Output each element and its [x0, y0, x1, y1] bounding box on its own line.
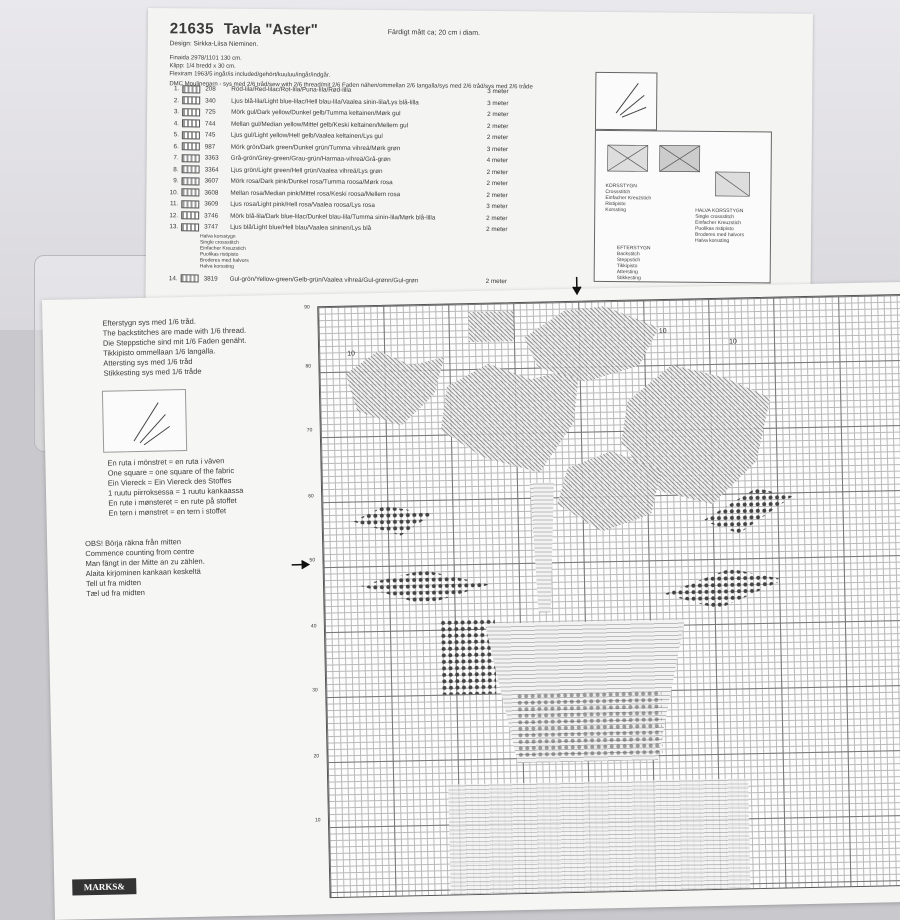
symbol-swatch — [181, 188, 200, 197]
fabric-line-3: Flexiram 1963/5 ingår/is included/gehört… — [169, 71, 331, 79]
axis-tick-label: 10 — [314, 817, 321, 824]
symbol-swatch — [181, 119, 201, 128]
needle-icon — [615, 82, 647, 118]
axis-tick-label: 40 — [310, 623, 317, 630]
backstitch-notes: Efterstygn sys med 1/6 tråd. The backsti… — [102, 316, 247, 378]
vase-base — [448, 778, 751, 895]
needle-diagram — [594, 71, 658, 131]
cross-stitch-chart: 90 80 70 60 50 40 30 20 10 10 10 10 — [304, 293, 900, 899]
symbol-swatch — [182, 108, 201, 117]
finished-size: Färdigt mått ca; 20 cm i diam. — [387, 29, 481, 37]
crossstitch-icon — [607, 144, 750, 197]
designer: Design: Sirkka-Liisa Nieminen. — [169, 40, 259, 48]
axis-tick-label: 80 — [305, 363, 312, 370]
centre-notes: OBS! Börja räkna från mitten Commence co… — [85, 537, 205, 599]
flower-centre — [439, 362, 581, 475]
symbol-swatch — [181, 223, 200, 232]
symbol-swatch — [182, 96, 201, 105]
square-notes: En ruta i mönstret = en ruta i väven One… — [107, 456, 244, 518]
symbol-swatch — [180, 274, 199, 283]
chart-label: 10 — [658, 327, 667, 336]
flower-top — [523, 305, 660, 383]
chart-label: 10 — [728, 338, 737, 346]
pattern-number: 21635 — [169, 20, 215, 38]
vase-pattern — [516, 690, 663, 759]
axis-tick-label: 60 — [308, 493, 314, 500]
leaf — [352, 505, 433, 537]
stitch-diagrams: KORSSTYGN Crossstitch Einfacher Kreuzsti… — [593, 129, 772, 284]
axis-tick-label: 70 — [306, 427, 313, 434]
symbol-swatch — [181, 177, 200, 186]
chart-label: 10 — [347, 350, 356, 358]
legend-13-notes: Halva korsstygn Single crossstitch Einfa… — [199, 232, 249, 270]
symbol-swatch — [181, 142, 200, 151]
symbol-swatch — [181, 211, 200, 220]
symbol-swatch — [181, 131, 200, 140]
brand-logo: MARKS& — [72, 878, 137, 896]
symbol-swatch — [181, 165, 200, 174]
pattern-title: Tavla "Aster" — [223, 20, 318, 39]
symbol-swatch — [182, 85, 201, 94]
needle-diagram — [101, 389, 188, 453]
centre-arrow-top-icon — [572, 276, 582, 296]
pattern-chart-sheet: Efterstygn sys med 1/6 tråd. The backsti… — [42, 276, 900, 920]
centre-arrow-left-icon — [291, 559, 311, 570]
pattern-legend-sheet: 21635 Tavla "Aster" Färdigt mått ca; 20 … — [145, 8, 813, 326]
axis-tick-label: 20 — [313, 753, 320, 760]
efterstygn-labels: EFTERSTYGN Backstitch Steppstich Tikkipi… — [616, 245, 651, 282]
axis-tick-label: 90 — [304, 304, 310, 311]
korsstygn-labels: KORSSTYGN Crossstitch Einfacher Kreuzsti… — [605, 182, 652, 214]
flower-left — [334, 350, 446, 427]
leaf — [359, 569, 490, 607]
symbol-swatch — [181, 200, 200, 209]
needle-icon — [133, 402, 170, 446]
symbol-swatch — [181, 154, 200, 163]
halva-labels: HALVA KORSSTYGN Single crossstitch Einfa… — [694, 207, 744, 245]
axis-tick-label: 30 — [312, 687, 318, 694]
leaf — [664, 568, 785, 611]
flower-bud — [468, 311, 514, 343]
